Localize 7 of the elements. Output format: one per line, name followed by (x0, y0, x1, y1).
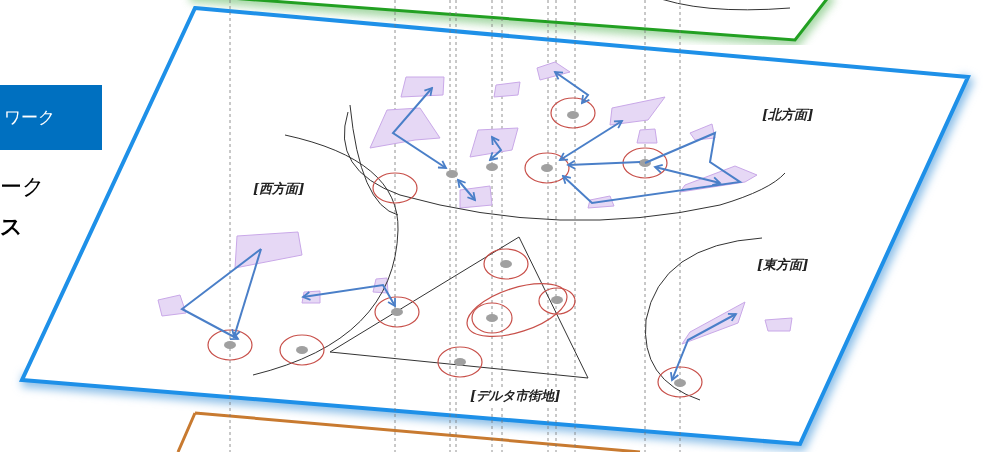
subtitle-text: ス (0, 213, 23, 241)
region-label: [デルタ市街地] (470, 387, 561, 405)
title-banner: ワーク (0, 85, 102, 150)
subtitle-text: ーク (0, 173, 45, 201)
region-label: [東方面] (757, 256, 809, 274)
region-label: [北方面] (762, 106, 814, 124)
region-label: [西方面] (253, 180, 305, 198)
